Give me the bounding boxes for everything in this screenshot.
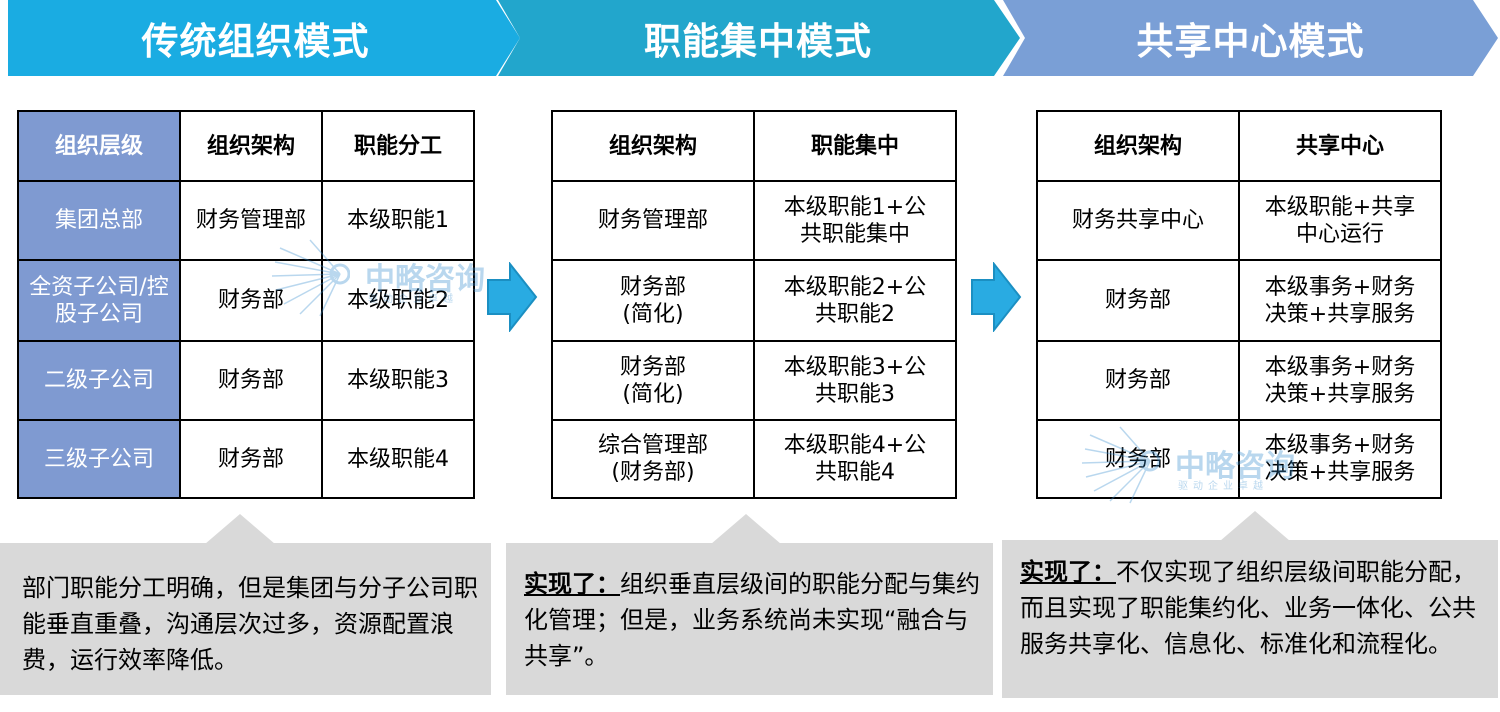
header-org-structure: 组织架构 — [551, 110, 755, 182]
structure-cell: 财务部(简化) — [551, 259, 755, 342]
right-arrow-icon — [971, 262, 1022, 332]
right-arrow-icon — [487, 262, 538, 332]
callout-body: 部门职能分工明确，但是集团与分子公司职能垂直重叠，沟通层次过多，资源配置浪费，运… — [22, 574, 478, 674]
function-cell: 本级职能2 — [321, 259, 475, 342]
level-cell: 集团总部 — [17, 180, 181, 261]
banner-traditional-shape — [8, 0, 520, 76]
header-function-centralization: 职能集中 — [753, 110, 957, 182]
structure-cell: 财务部 — [179, 259, 323, 342]
callout-text: 部门职能分工明确，但是集团与分子公司职能垂直重叠，沟通层次过多，资源配置浪费，运… — [22, 570, 482, 678]
traditional-table: 组织层级 组织架构 职能分工 集团总部 财务管理部 本级职能1 全资子公司/控股… — [17, 110, 475, 499]
callout-shared-center: 实现了：不仅实现了组织层级间职能分配，而且实现了职能集约化、业务一体化、公共服务… — [1002, 511, 1498, 698]
header-org-structure: 组织架构 — [1036, 110, 1240, 182]
level-cell: 全资子公司/控股子公司 — [17, 259, 181, 342]
callout-text: 实现了：不仅实现了组织层级间职能分配，而且实现了职能集约化、业务一体化、公共服务… — [1020, 554, 1490, 662]
level-cell: 三级子公司 — [17, 419, 181, 499]
function-cell: 本级职能1+公共职能集中 — [753, 180, 957, 261]
header-org-structure: 组织架构 — [179, 110, 323, 182]
function-cell: 本级职能3+公共职能3 — [753, 340, 957, 421]
structure-cell: 财务部(简化) — [551, 340, 755, 421]
function-cell: 本级职能3 — [321, 340, 475, 421]
function-cell: 本级职能4+公共职能4 — [753, 419, 957, 499]
structure-cell: 财务部 — [179, 340, 323, 421]
callout-body: 组织垂直层级间的职能分配与集约化管理；但是，业务系统尚未实现“融合与共享”。 — [524, 570, 980, 670]
banner-traditional: 传统组织模式 — [8, 0, 520, 76]
function-cell: 本级事务+财务决策+共享服务 — [1238, 419, 1442, 499]
structure-cell: 财务管理部 — [551, 180, 755, 261]
function-cell: 本级事务+财务决策+共享服务 — [1238, 340, 1442, 421]
function-cell: 本级职能4 — [321, 419, 475, 499]
callout-pointer — [205, 514, 275, 544]
callout-centralized: 实现了：组织垂直层级间的职能分配与集约化管理；但是，业务系统尚未实现“融合与共享… — [506, 514, 993, 695]
banner-shared-center-shape — [1003, 0, 1498, 76]
header-shared-center: 共享中心 — [1238, 110, 1442, 182]
structure-cell: 综合管理部(财务部) — [551, 419, 755, 499]
header-org-level: 组织层级 — [17, 110, 181, 182]
callout-pointer — [1220, 511, 1290, 541]
level-cell: 二级子公司 — [17, 340, 181, 421]
function-cell: 本级事务+财务决策+共享服务 — [1238, 259, 1442, 342]
function-cell: 本级职能+共享中心运行 — [1238, 180, 1442, 261]
header-function-division: 职能分工 — [321, 110, 475, 182]
callout-highlight: 实现了： — [1020, 558, 1116, 586]
structure-cell: 财务部 — [1036, 259, 1240, 342]
centralized-table: 组织架构 职能集中 财务管理部 本级职能1+公共职能集中 财务部(简化) 本级职… — [551, 110, 957, 499]
structure-cell: 财务部 — [1036, 340, 1240, 421]
banner-shared-center-title: 共享中心模式 — [1136, 20, 1365, 63]
banner-traditional-title: 传统组织模式 — [141, 20, 370, 63]
callout-highlight: 实现了： — [524, 570, 620, 598]
banner-shared-center: 共享中心模式 — [1003, 0, 1498, 76]
function-cell: 本级职能2+公共职能2 — [753, 259, 957, 342]
function-cell: 本级职能1 — [321, 180, 475, 261]
structure-cell: 财务部 — [1036, 419, 1240, 499]
structure-cell: 财务部 — [179, 419, 323, 499]
shared-center-table: 组织架构 共享中心 财务共享中心 本级职能+共享中心运行 财务部 本级事务+财务… — [1036, 110, 1442, 499]
callout-pointer — [711, 514, 781, 544]
callout-text: 实现了：组织垂直层级间的职能分配与集约化管理；但是，业务系统尚未实现“融合与共享… — [524, 566, 984, 674]
banner-centralized: 职能集中模式 — [498, 0, 1020, 76]
structure-cell: 财务共享中心 — [1036, 180, 1240, 261]
callout-traditional: 部门职能分工明确，但是集团与分子公司职能垂直重叠，沟通层次过多，资源配置浪费，运… — [0, 514, 491, 695]
callout-body: 不仅实现了组织层级间职能分配，而且实现了职能集约化、业务一体化、公共服务共享化、… — [1020, 558, 1476, 658]
banner-centralized-title: 职能集中模式 — [644, 20, 872, 63]
structure-cell: 财务管理部 — [179, 180, 323, 261]
banner-centralized-shape — [498, 0, 1020, 76]
